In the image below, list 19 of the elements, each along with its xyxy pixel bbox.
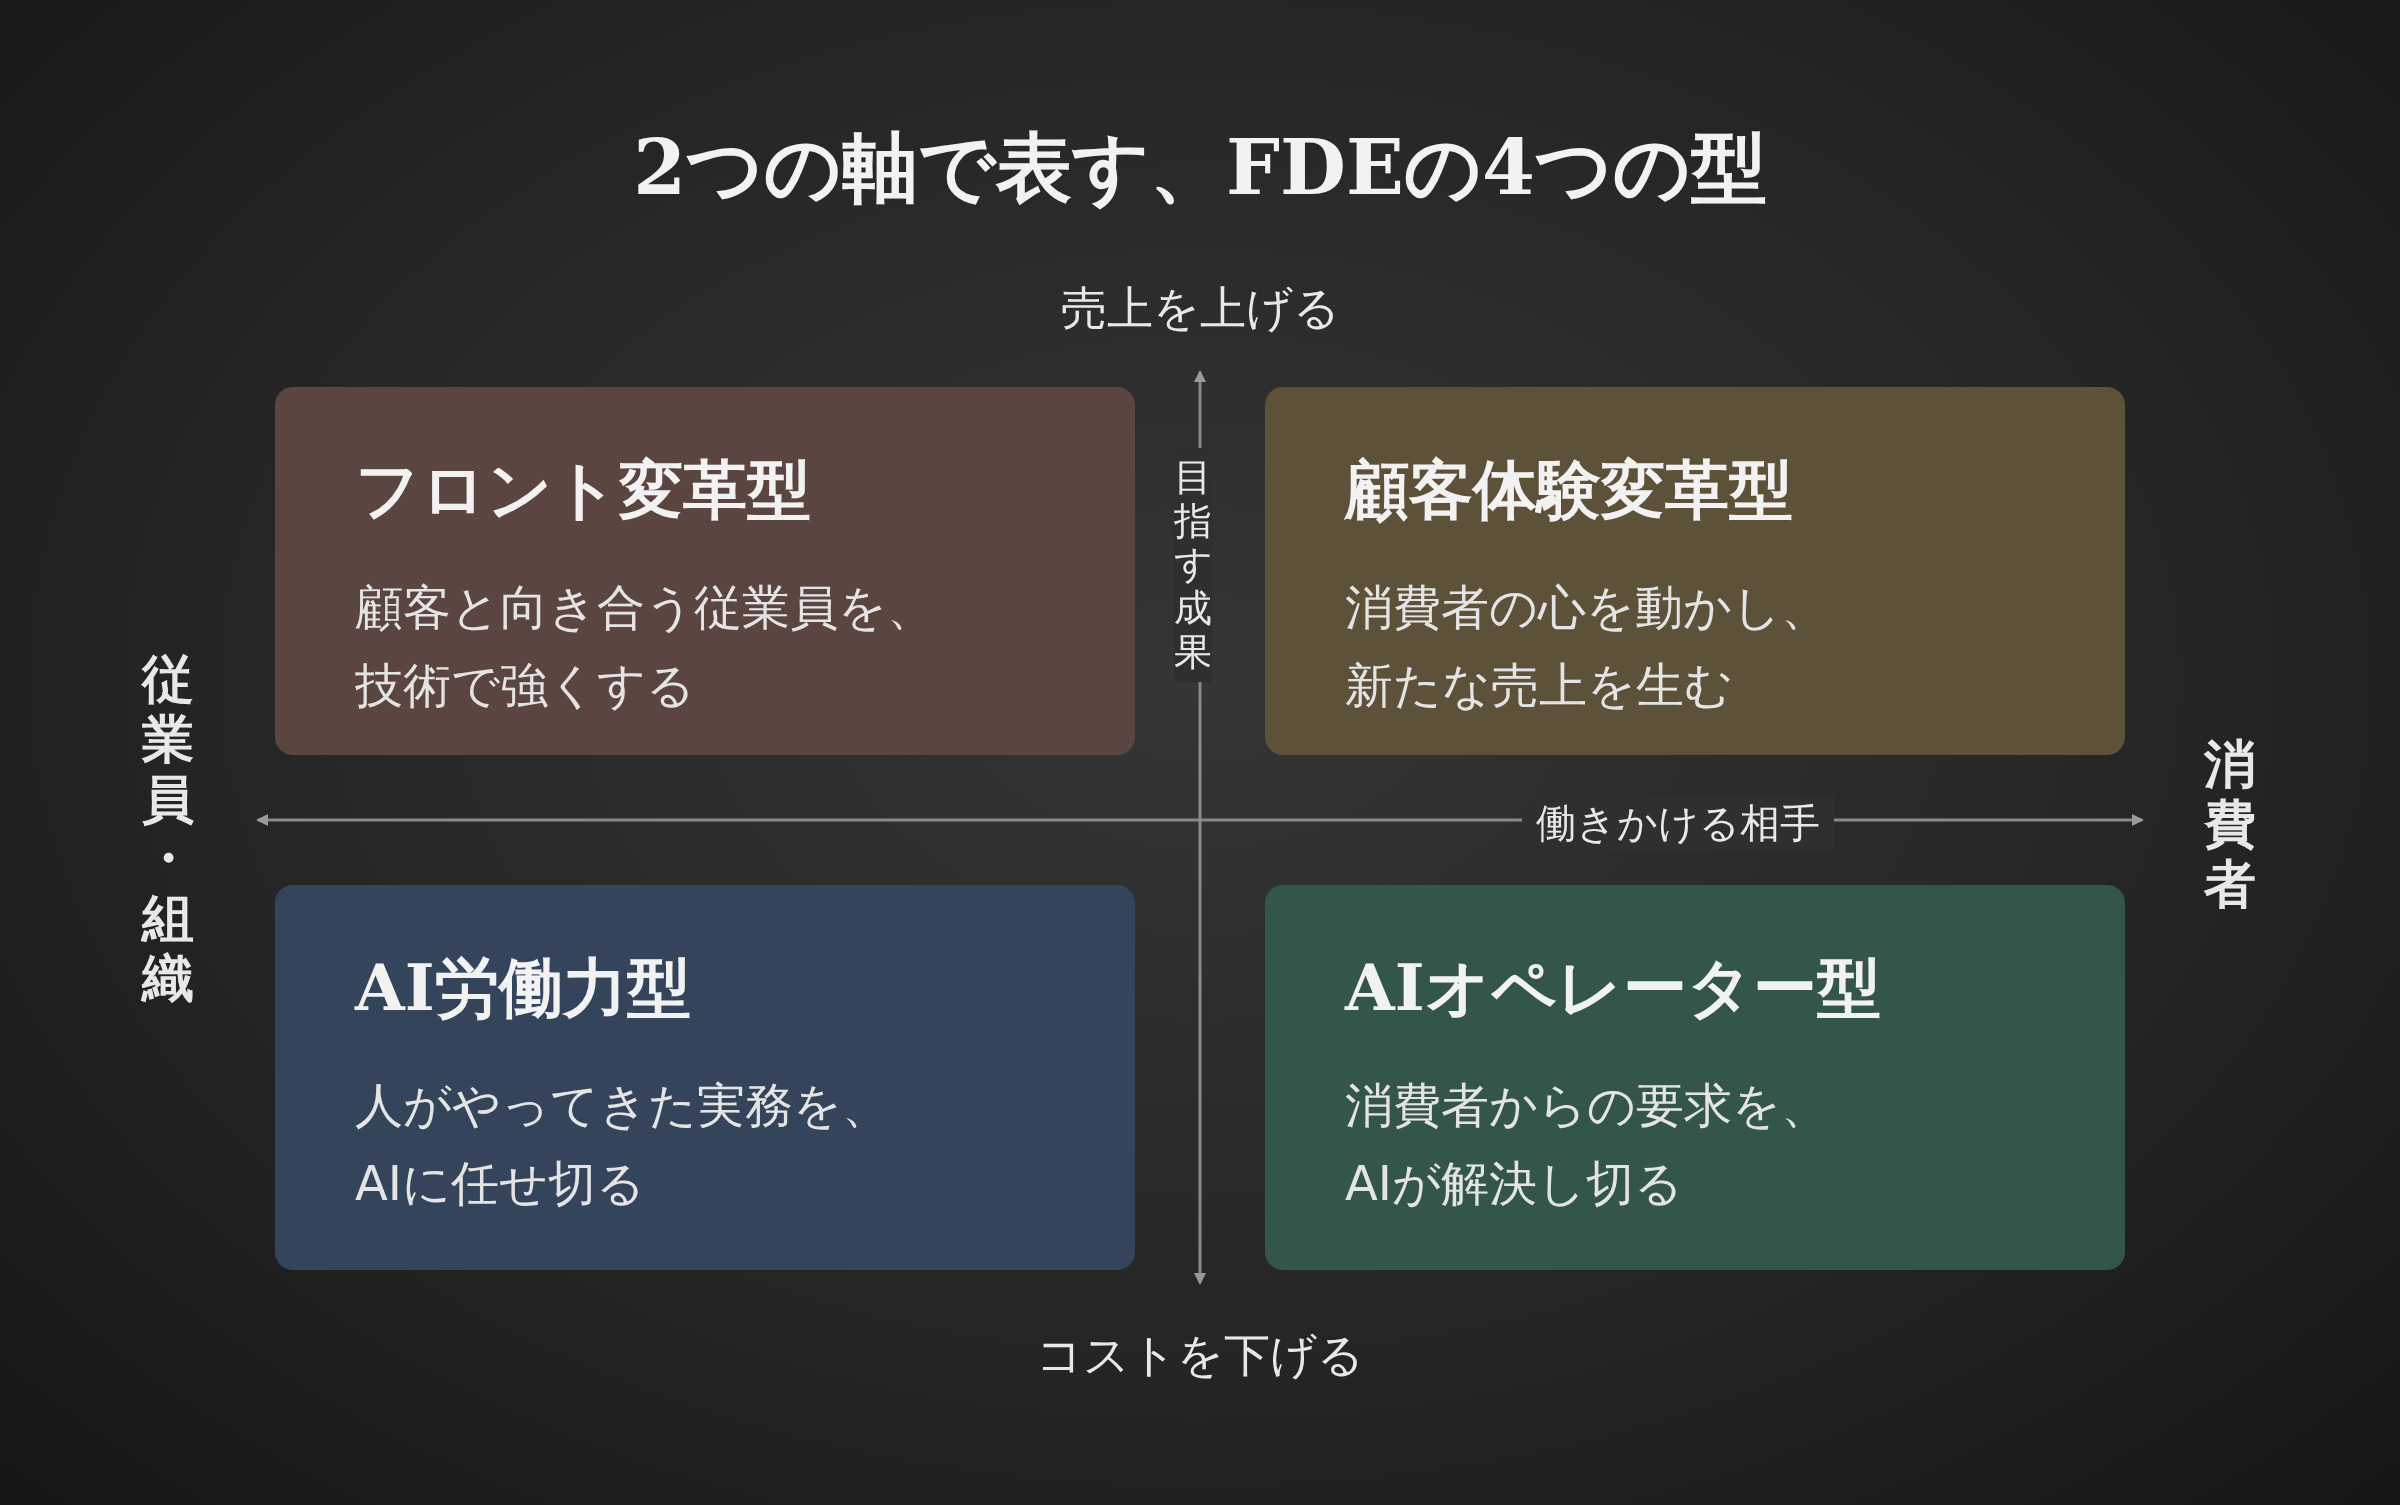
axis-title: 目指す成果 <box>1174 448 1212 683</box>
card-description: 人がやってきた実務を、AIに任せ切る <box>355 1076 891 1213</box>
card-description: 顧客と向き合う従業員を、技術で強くする <box>355 578 936 715</box>
axis-label: 従業員・組織 <box>142 650 194 1009</box>
title: 2つの軸で表す、FDEの4つの型 <box>632 122 1768 214</box>
quadrant-card <box>1265 387 2125 755</box>
quadrant-card <box>1265 885 2125 1270</box>
card-heading: AI労働力型 <box>355 949 691 1027</box>
quadrant-card <box>275 387 1135 755</box>
quadrant-card <box>275 885 1135 1270</box>
card-heading: 顧客体験変革型 <box>1345 451 1793 529</box>
axis-label: 売上を上げる <box>1060 280 1340 337</box>
axis-label: 消費者 <box>2204 735 2256 915</box>
card-heading: フロント変革型 <box>355 451 811 529</box>
axis-title: 働きかける相手 <box>1522 796 1834 851</box>
card-description: 消費者からの要求を、AIが解決し切る <box>1345 1076 1830 1213</box>
card-description: 消費者の心を動かし、新たな売上を生む <box>1345 578 1830 715</box>
axis-label: コストを下げる <box>1036 1327 1364 1384</box>
card-heading: AIオペレーター型 <box>1345 949 1881 1027</box>
